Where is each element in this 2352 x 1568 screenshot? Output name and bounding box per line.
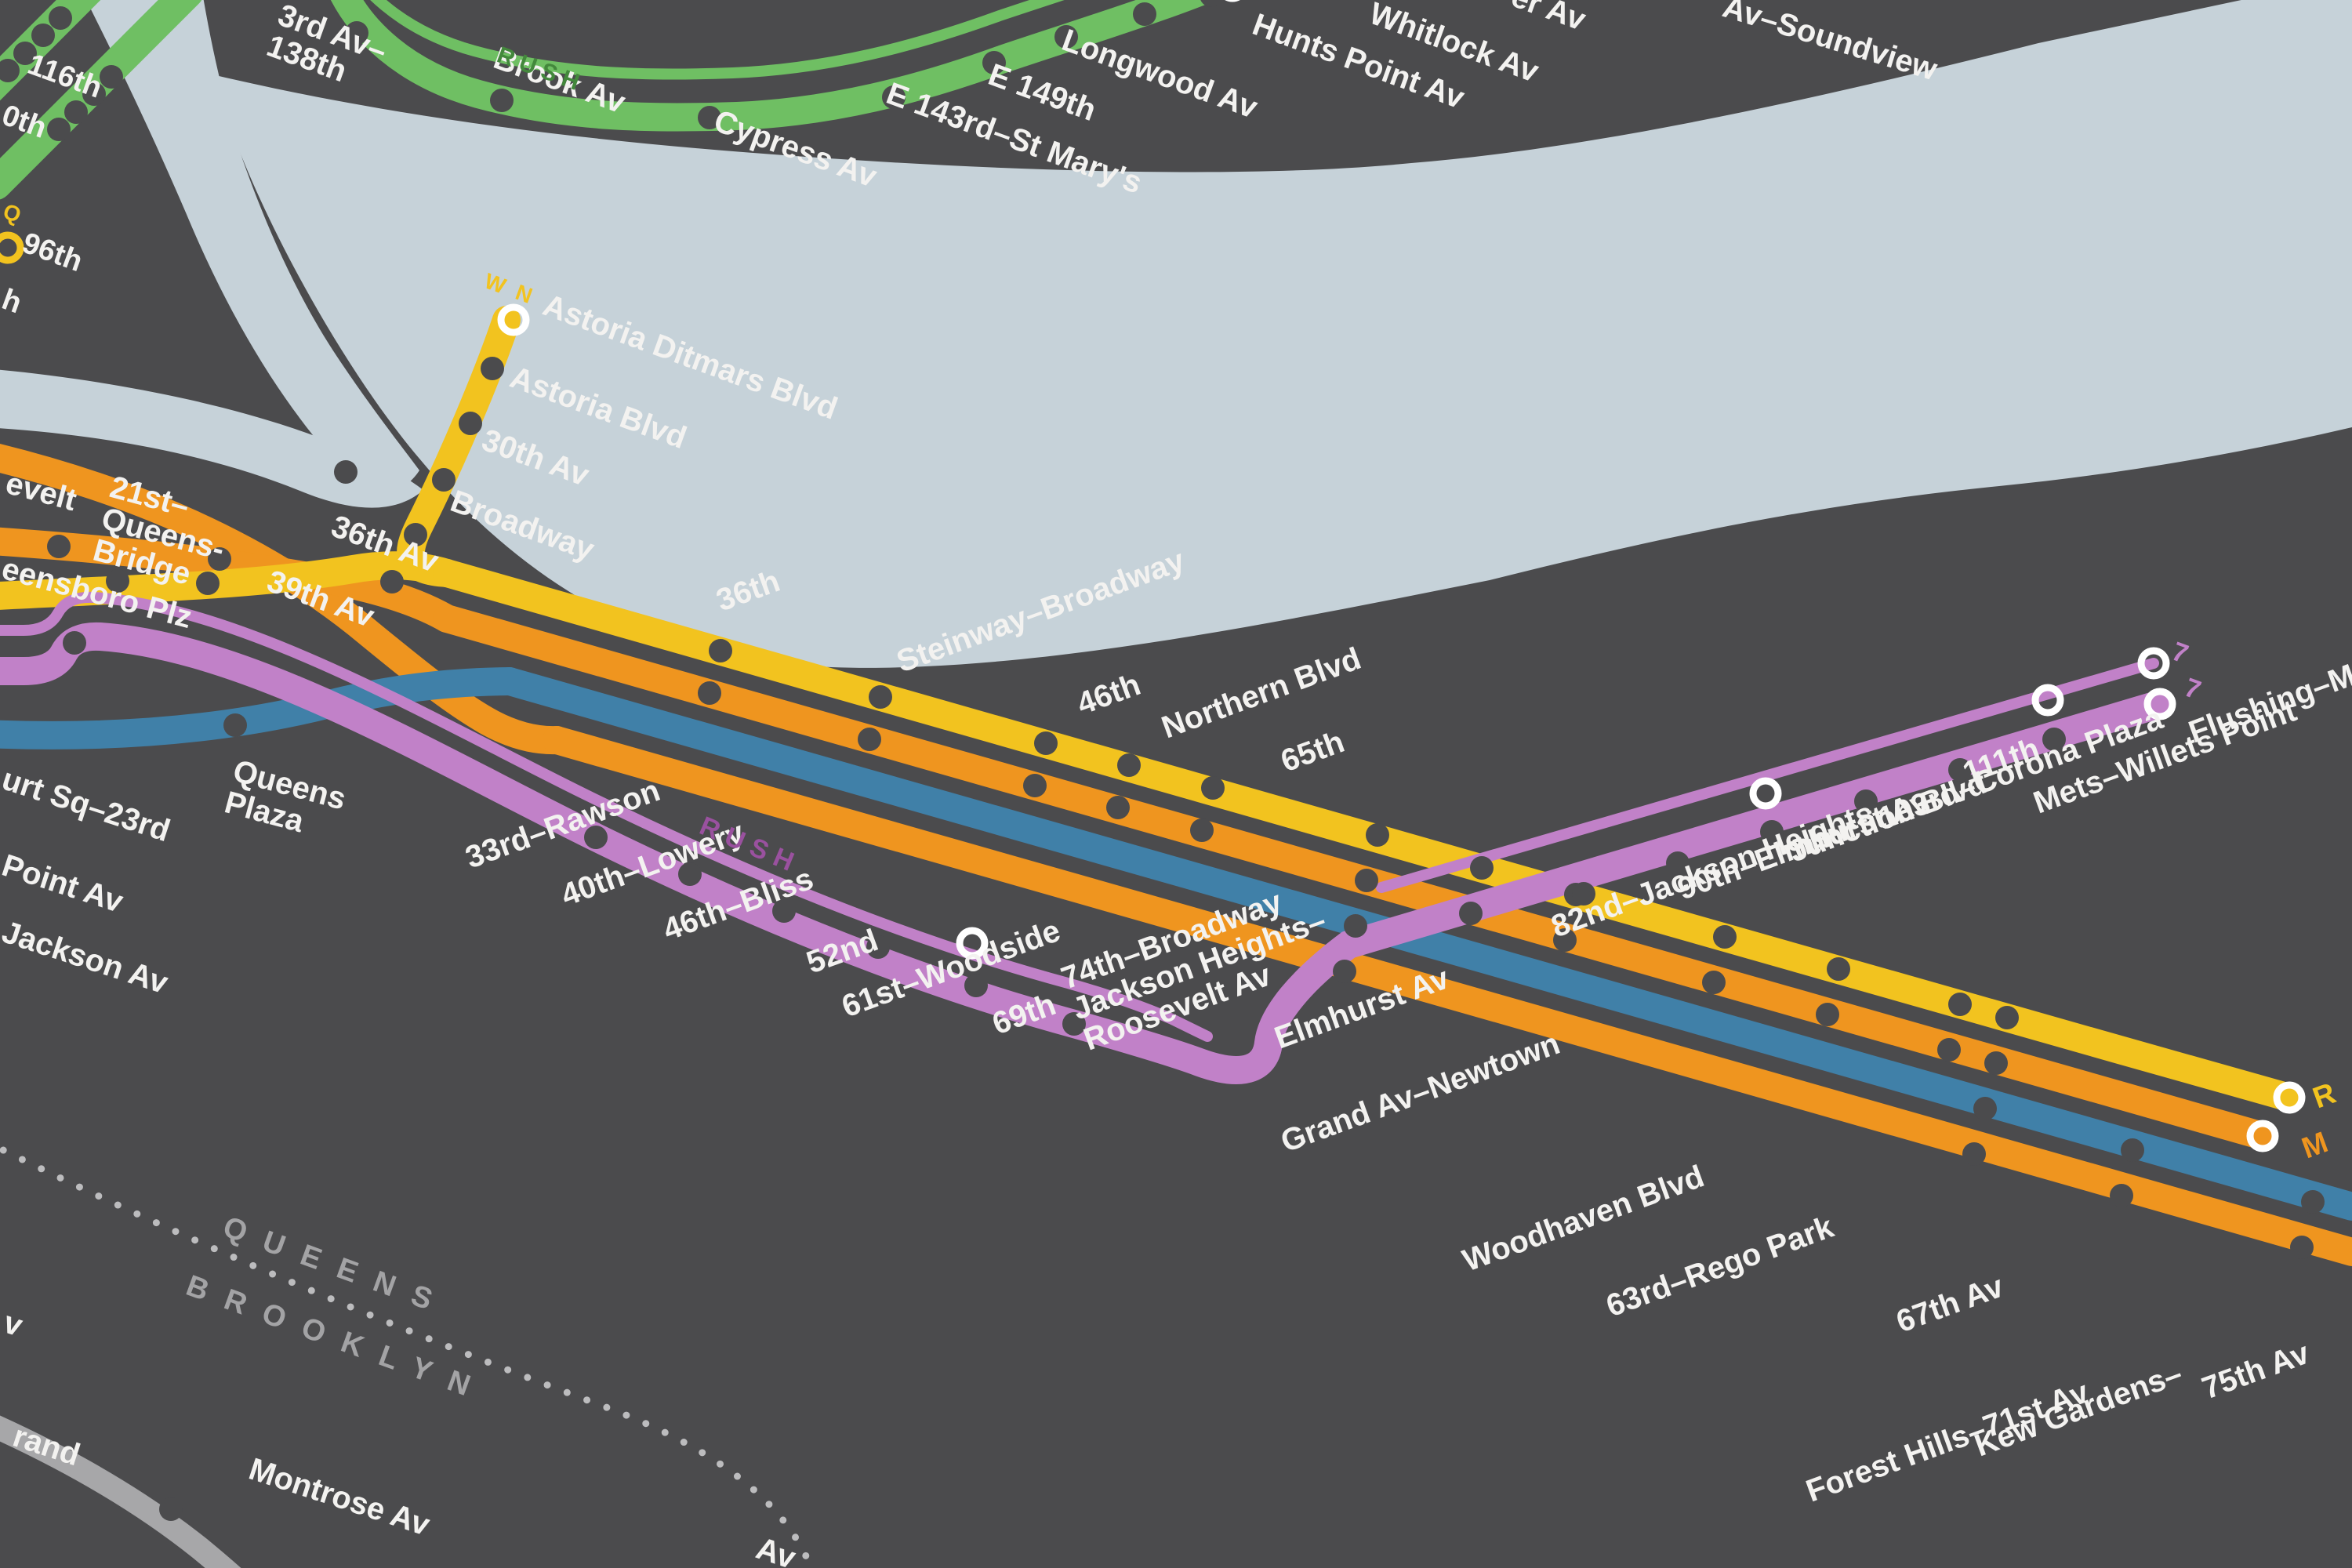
station-dot xyxy=(1034,731,1058,755)
station-dot xyxy=(1816,1003,1839,1026)
flushing-7-express-west-line xyxy=(0,591,1213,1042)
station-dot xyxy=(1854,789,1878,813)
junction-express-ring xyxy=(1749,777,1782,810)
flushing-express-terminal-ring xyxy=(2137,647,2170,680)
station-dot xyxy=(1984,1051,2008,1075)
station-dot xyxy=(1760,820,1784,844)
station-dot xyxy=(709,639,732,662)
pelham-local-line xyxy=(330,0,1218,132)
river-main xyxy=(202,0,2352,668)
station-dot xyxy=(31,24,55,47)
borough-boundary-dotted-line xyxy=(0,1144,815,1568)
station-dot xyxy=(1190,818,1214,842)
station-dot xyxy=(404,523,427,546)
station-dot xyxy=(13,42,37,65)
station-dot xyxy=(1117,753,1141,777)
station-dot xyxy=(459,412,482,435)
station-dot xyxy=(982,51,1006,74)
station-dot xyxy=(2042,728,2066,751)
station-dot xyxy=(223,713,247,737)
station-dot xyxy=(432,468,456,492)
station-dot xyxy=(481,357,504,380)
astoria-ditmars-terminal-ring xyxy=(497,303,530,336)
station-dot xyxy=(1572,882,1595,906)
station-dot xyxy=(1106,796,1130,819)
station-dot xyxy=(858,728,881,751)
river-strip xyxy=(85,0,419,492)
station-dot xyxy=(2121,1138,2144,1162)
station-dot xyxy=(1995,1006,2019,1029)
blue-e-west-line xyxy=(0,667,524,750)
station-dot xyxy=(1333,960,1356,983)
station-dot xyxy=(490,89,514,112)
mets-express-ring xyxy=(2031,684,2064,717)
station-dot xyxy=(698,106,721,129)
flushing-7-express-east-line xyxy=(1376,658,2159,893)
station-dot xyxy=(869,685,892,709)
station-dot xyxy=(678,862,702,886)
river-west-arm xyxy=(0,369,423,508)
station-dot xyxy=(47,118,71,141)
station-dot xyxy=(1553,928,1577,952)
station-dot xyxy=(772,899,796,923)
station-dot xyxy=(100,65,123,89)
station-dot xyxy=(1948,758,1972,782)
flushing-7-local-line xyxy=(0,622,2174,1084)
station-dot xyxy=(63,631,86,655)
station-dot xyxy=(882,85,906,109)
station-dot xyxy=(208,547,231,571)
station-dot xyxy=(1666,851,1690,875)
station-dot xyxy=(1702,971,1726,994)
orange-f-west-line xyxy=(0,444,571,755)
station-dot xyxy=(196,572,220,595)
station-dot xyxy=(698,681,721,705)
station-dot xyxy=(1054,25,1078,49)
station-dot xyxy=(47,535,71,558)
station-dot xyxy=(1344,914,1367,938)
station-dot xyxy=(1133,2,1156,26)
station-dot xyxy=(1713,925,1737,949)
canarsie-gray-line xyxy=(0,1415,241,1568)
woodside-express-ring xyxy=(956,927,989,960)
station-dot xyxy=(1948,993,1972,1016)
station-dot xyxy=(1366,823,1389,847)
station-dot xyxy=(1200,0,1222,7)
station-dot xyxy=(1470,856,1494,880)
station-dot xyxy=(1973,1097,1997,1120)
station-dot xyxy=(345,21,368,45)
station-dot xyxy=(380,570,404,593)
station-dot xyxy=(159,1497,183,1521)
station-dot xyxy=(1827,957,1850,981)
m-terminal-ring xyxy=(2246,1120,2279,1152)
trunk-blue-e-line xyxy=(495,667,2352,1221)
station-dot xyxy=(2290,1236,2314,1259)
station-dot xyxy=(964,974,988,997)
station-dot xyxy=(584,826,608,849)
station-dot xyxy=(1962,1142,1986,1166)
station-dot xyxy=(334,460,358,484)
station-dot xyxy=(1201,776,1225,800)
station-dot xyxy=(49,6,72,30)
station-dot xyxy=(82,82,106,106)
station-dot xyxy=(1937,1038,1961,1062)
station-dot xyxy=(1459,902,1483,925)
trunk-orange-f-line xyxy=(543,726,2352,1266)
flushing-local-terminal-ring xyxy=(2143,688,2176,720)
station-dot xyxy=(1062,1012,1086,1036)
station-dot xyxy=(2301,1190,2325,1214)
station-dot xyxy=(2110,1184,2133,1207)
station-dot xyxy=(0,59,20,82)
station-dot xyxy=(64,100,88,124)
station-dot xyxy=(106,569,129,593)
station-dot xyxy=(1023,774,1047,797)
96th-terminal-ring xyxy=(0,231,24,264)
station-dot xyxy=(866,935,890,959)
station-dot xyxy=(1355,869,1378,892)
r-terminal-ring xyxy=(2273,1081,2306,1114)
pelham-express-line xyxy=(370,0,1065,80)
